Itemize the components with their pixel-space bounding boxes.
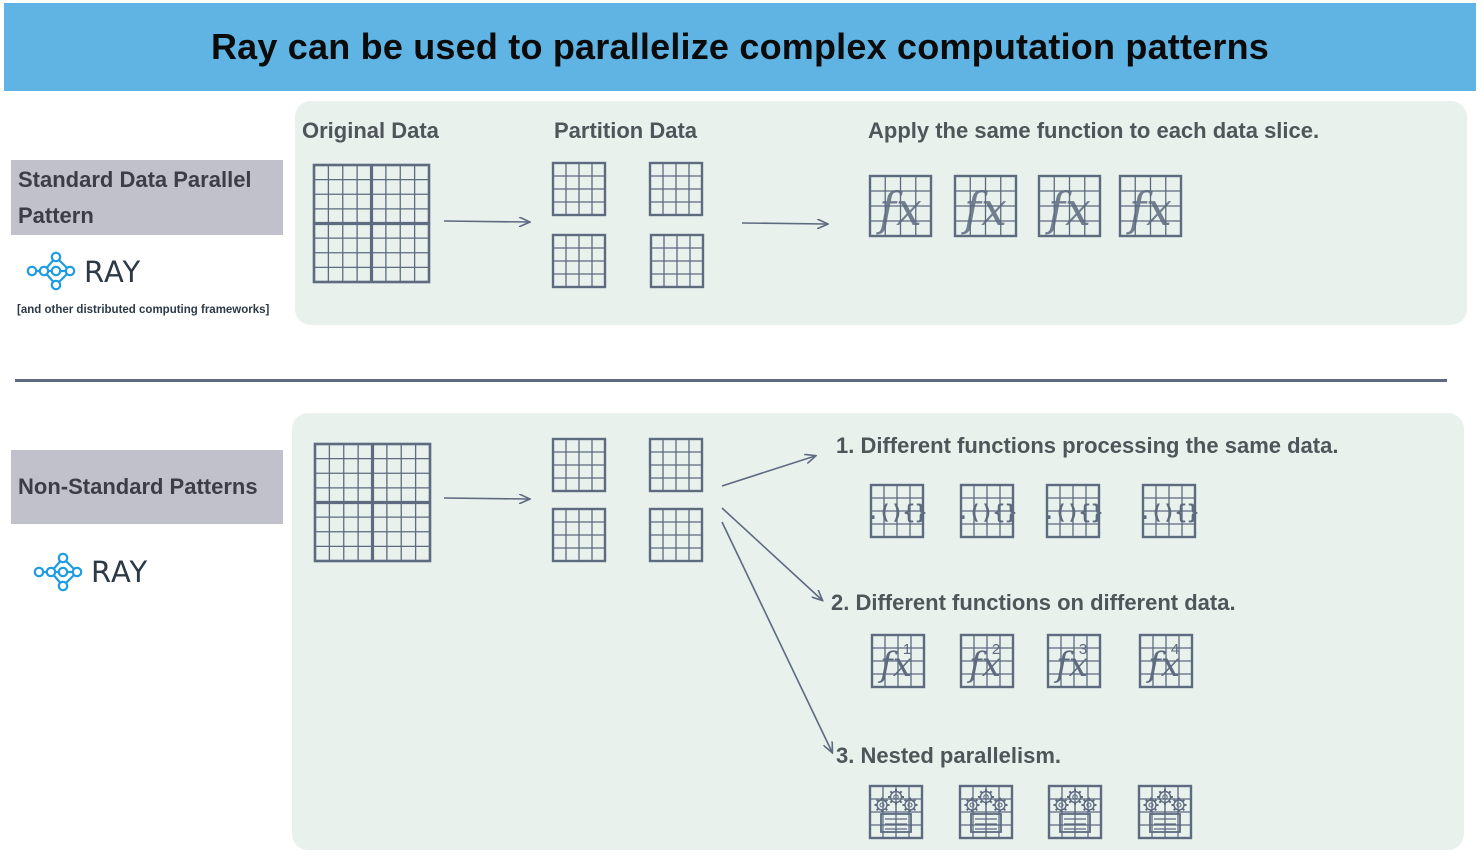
numbered-function-icon: fx4 (1138, 633, 1194, 689)
svg-text:.(){}: .(){} (1139, 500, 1199, 524)
function-fx-icon: fx (1037, 174, 1102, 238)
title-banner: Ray can be used to parallelize complex c… (4, 3, 1476, 91)
arrow-to-pattern-2 (721, 507, 822, 600)
ray-logo-text-top: RAY (84, 255, 142, 289)
section-divider (15, 379, 1447, 382)
arrow-to-pattern-1 (721, 456, 815, 487)
nested-gears-icon (958, 784, 1014, 840)
svg-text:fx: fx (1053, 645, 1088, 685)
svg-text:fx: fx (1045, 182, 1091, 236)
partition-slice-4 (649, 233, 705, 289)
svg-text:fx: fx (876, 182, 922, 236)
nonstandard-pattern-label: Non-Standard Patterns (11, 450, 283, 524)
svg-text:3: 3 (1079, 641, 1087, 658)
ray-logo-icon (33, 552, 83, 592)
svg-text:fx: fx (961, 182, 1007, 236)
pattern-1-heading: 1. Different functions processing the sa… (836, 433, 1339, 458)
partition-slice-3 (551, 233, 607, 289)
partition-slice-2 (648, 161, 704, 217)
partition-data-heading: Partition Data (554, 118, 698, 143)
function-fx-icon: fx (1118, 174, 1183, 238)
pattern-2-heading: 2. Different functions on different data… (831, 590, 1236, 615)
svg-text:fx: fx (1126, 182, 1172, 236)
svg-text:.(){}: .(){} (957, 500, 1017, 524)
nested-gears-icon (1047, 784, 1103, 840)
frameworks-note: [and other distributed computing framewo… (17, 304, 270, 316)
partition-slice-2-1 (551, 437, 607, 493)
partition-slice-2-2 (648, 437, 704, 493)
gear-icon (964, 789, 1008, 813)
numbered-function-icon: fx1 (870, 633, 926, 689)
original-data-heading: Original Data (302, 118, 439, 143)
function-fx-icon: fx (868, 174, 933, 238)
gear-icon (874, 789, 918, 813)
partition-slice-1 (551, 161, 607, 217)
function-fx-icon: fx (953, 174, 1018, 238)
original-data-grid-2 (313, 442, 432, 563)
svg-text:fx: fx (1145, 645, 1180, 685)
gear-icon (1053, 789, 1097, 813)
code-braces-icon: .(){} (1139, 483, 1199, 539)
partition-slice-2-3 (551, 507, 607, 563)
arrow-original-to-partition (443, 221, 529, 222)
svg-text:fx: fx (877, 645, 912, 685)
code-braces-icon: .(){} (1043, 483, 1103, 539)
svg-text:2: 2 (992, 641, 1000, 658)
numbered-function-icon: fx3 (1046, 633, 1102, 689)
svg-text:fx: fx (966, 645, 1001, 685)
original-data-grid (312, 163, 431, 284)
arrow-to-pattern-3 (721, 521, 832, 752)
page-title: Ray can be used to parallelize complex c… (210, 26, 1270, 67)
ray-logo-icon (26, 251, 76, 291)
standard-pattern-panel (295, 101, 1467, 325)
svg-text:1: 1 (903, 641, 911, 658)
code-braces-icon: .(){} (957, 483, 1017, 539)
svg-text:.(){}: .(){} (867, 500, 927, 524)
partition-slice-2-4 (648, 507, 704, 563)
pattern-3-heading: 3. Nested parallelism. (836, 743, 1061, 768)
ray-logo-text-bottom: RAY (91, 555, 149, 589)
arrow-original-to-partition-2 (443, 498, 529, 499)
arrow-partition-to-apply (741, 223, 827, 224)
numbered-function-icon: fx2 (959, 633, 1015, 689)
apply-function-heading: Apply the same function to each data sli… (868, 118, 1320, 143)
code-braces-icon: .(){} (867, 483, 927, 539)
standard-pattern-label: Standard Data Parallel Pattern (11, 160, 283, 235)
nested-gears-icon (868, 784, 924, 840)
svg-text:4: 4 (1171, 641, 1179, 658)
svg-text:.(){}: .(){} (1043, 500, 1103, 524)
nested-gears-icon (1137, 784, 1193, 840)
